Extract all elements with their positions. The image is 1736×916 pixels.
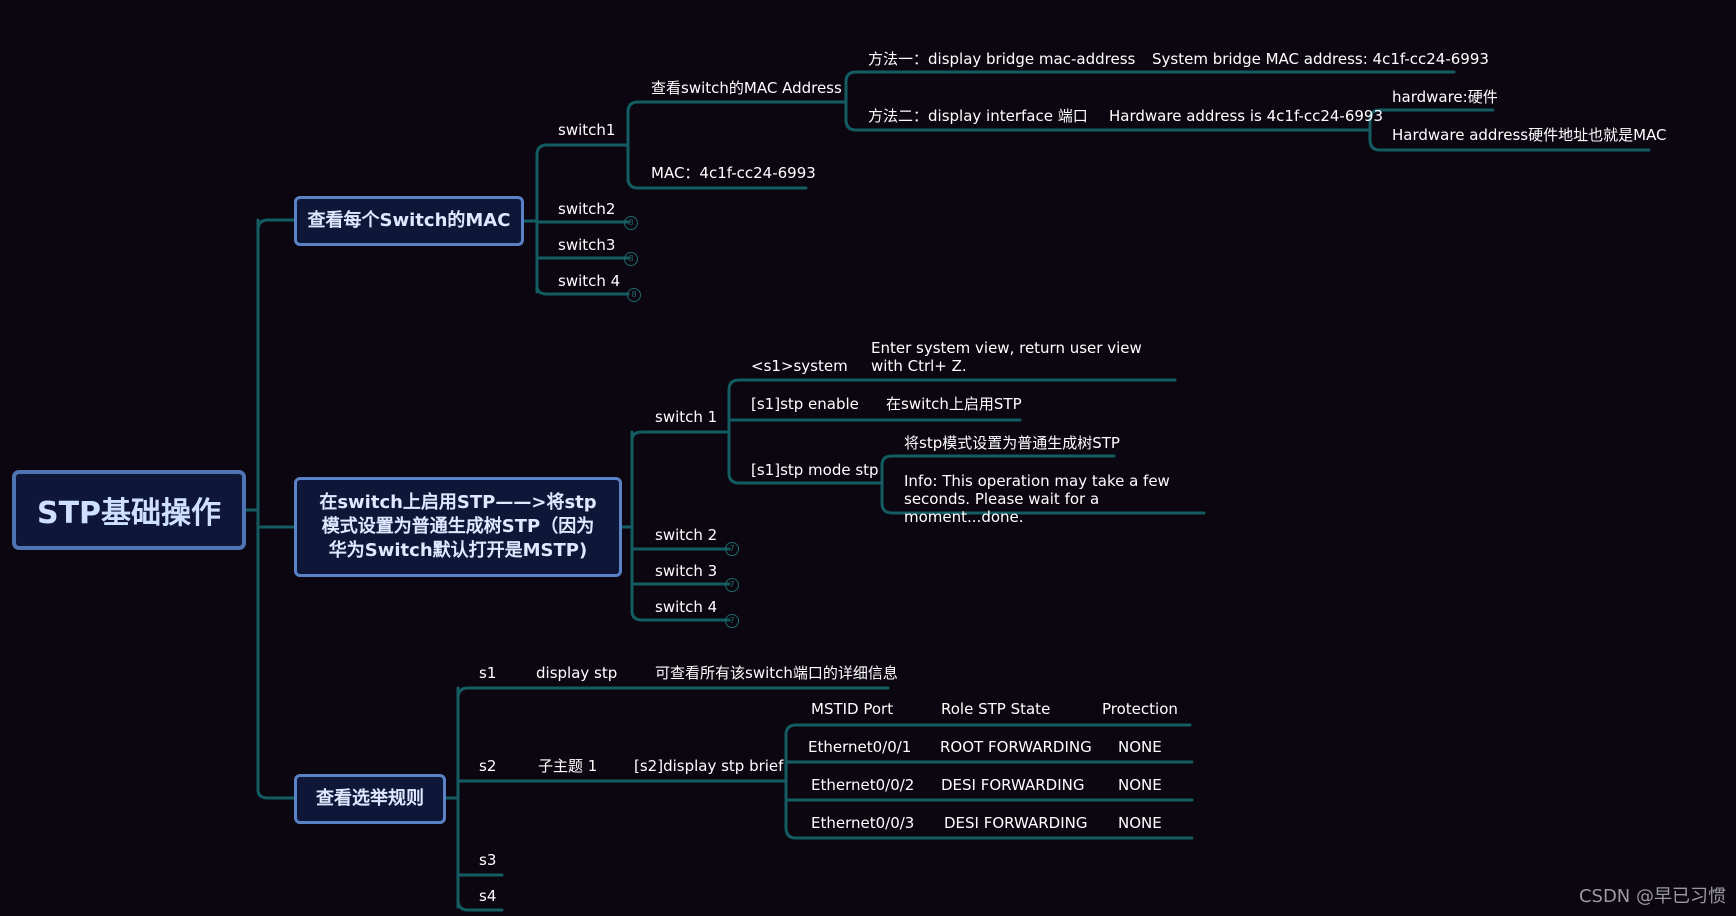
node-s2-subtopic[interactable]: 子主题 1 — [538, 757, 598, 775]
node-cmd-stp-enable-desc[interactable]: 在switch上启用STP — [886, 395, 1022, 413]
node-hardware-note[interactable]: hardware:硬件 — [1392, 88, 1498, 106]
node-cmd-stp-mode-desc1[interactable]: 将stp模式设置为普通生成树STP — [904, 434, 1120, 452]
branch-enable-stp-label: 在switch上启用STP——>将stp模式设置为普通生成树STP（因为华为Sw… — [319, 492, 597, 561]
node-s2[interactable]: s2 — [479, 757, 497, 775]
stp-table-row-protection: NONE — [1118, 776, 1162, 794]
root-label: STP基础操作 — [36, 496, 222, 531]
node-s1[interactable]: s1 — [479, 664, 497, 682]
collapsed-count-badge[interactable]: 7 — [725, 578, 739, 592]
stp-table-row-role: DESI FORWARDING — [941, 776, 1085, 794]
node-b2-switch3[interactable]: switch 3 — [655, 562, 718, 580]
node-cmd-system-desc[interactable]: Enter system view, return user view with… — [871, 339, 1142, 375]
node-b2-switch2[interactable]: switch 2 — [655, 526, 718, 544]
branch-view-mac[interactable]: 查看每个Switch的MAC — [294, 196, 524, 246]
stp-table-header-port[interactable]: MSTID Port — [811, 700, 894, 718]
node-cmd-stp-enable[interactable]: [s1]stp enable — [751, 395, 859, 413]
stp-table-row-port[interactable]: Ethernet0/0/2 — [811, 776, 915, 794]
stp-table-row-protection: NONE — [1118, 738, 1162, 756]
collapsed-count-badge[interactable]: 7 — [725, 542, 739, 556]
stp-table-row-protection: NONE — [1118, 814, 1162, 832]
stp-table-row-role: DESI FORWARDING — [944, 814, 1088, 832]
node-b1-switch1[interactable]: switch1 — [558, 121, 616, 139]
node-cmd-system[interactable]: <s1>system — [751, 357, 848, 375]
branch-election-rules-label: 查看选举规则 — [316, 788, 424, 809]
node-s3[interactable]: s3 — [479, 851, 497, 869]
node-method2[interactable]: 方法二：display interface 端口 — [868, 107, 1088, 125]
node-s2-cmd[interactable]: [s2]display stp brief — [634, 757, 784, 775]
node-s4[interactable]: s4 — [479, 887, 497, 905]
node-cmd-stp-mode[interactable]: [s1]stp mode stp — [751, 461, 879, 479]
branch-election-rules[interactable]: 查看选举规则 — [294, 774, 446, 824]
stp-table-row-port[interactable]: Ethernet0/0/3 — [811, 814, 915, 832]
node-b1-switch3[interactable]: switch3 — [558, 236, 616, 254]
node-b2-switch4[interactable]: switch 4 — [655, 598, 718, 616]
node-b1-switch4[interactable]: switch 4 — [558, 272, 621, 290]
node-method1-result[interactable]: System bridge MAC address: 4c1f-cc24-699… — [1152, 50, 1489, 68]
node-s1-cmd[interactable]: display stp — [536, 664, 618, 682]
node-cmd-stp-mode-desc2[interactable]: Info: This operation may take a few seco… — [904, 472, 1170, 526]
node-b2-switch1[interactable]: switch 1 — [655, 408, 718, 426]
collapsed-count-badge[interactable]: 8 — [624, 216, 638, 230]
node-view-mac-address[interactable]: 查看switch的MAC Address — [651, 79, 842, 97]
branch-view-mac-label: 查看每个Switch的MAC — [307, 210, 511, 231]
node-mac-value[interactable]: MAC：4c1f-cc24-6993 — [651, 164, 816, 182]
stp-table-row-role: ROOT FORWARDING — [940, 738, 1092, 756]
node-method1[interactable]: 方法一：display bridge mac-address — [868, 50, 1136, 68]
stp-table-header-role: Role STP State — [941, 700, 1051, 718]
branch-enable-stp[interactable]: 在switch上启用STP——>将stp模式设置为普通生成树STP（因为华为Sw… — [294, 477, 622, 577]
collapsed-count-badge[interactable]: 8 — [627, 288, 641, 302]
node-method2-result[interactable]: Hardware address is 4c1f-cc24-6993 — [1109, 107, 1384, 125]
watermark: CSDN @早已习惯 — [1578, 886, 1726, 907]
node-hardware-address-note[interactable]: Hardware address硬件地址也就是MAC — [1392, 126, 1667, 144]
node-s1-desc[interactable]: 可查看所有该switch端口的详细信息 — [655, 664, 898, 682]
root-topic[interactable]: STP基础操作 — [12, 470, 246, 550]
stp-table-header-protection: Protection — [1102, 700, 1178, 718]
stp-table-row-port[interactable]: Ethernet0/0/1 — [808, 738, 912, 756]
collapsed-count-badge[interactable]: 7 — [725, 614, 739, 628]
node-b1-switch2[interactable]: switch2 — [558, 200, 616, 218]
collapsed-count-badge[interactable]: 8 — [624, 252, 638, 266]
